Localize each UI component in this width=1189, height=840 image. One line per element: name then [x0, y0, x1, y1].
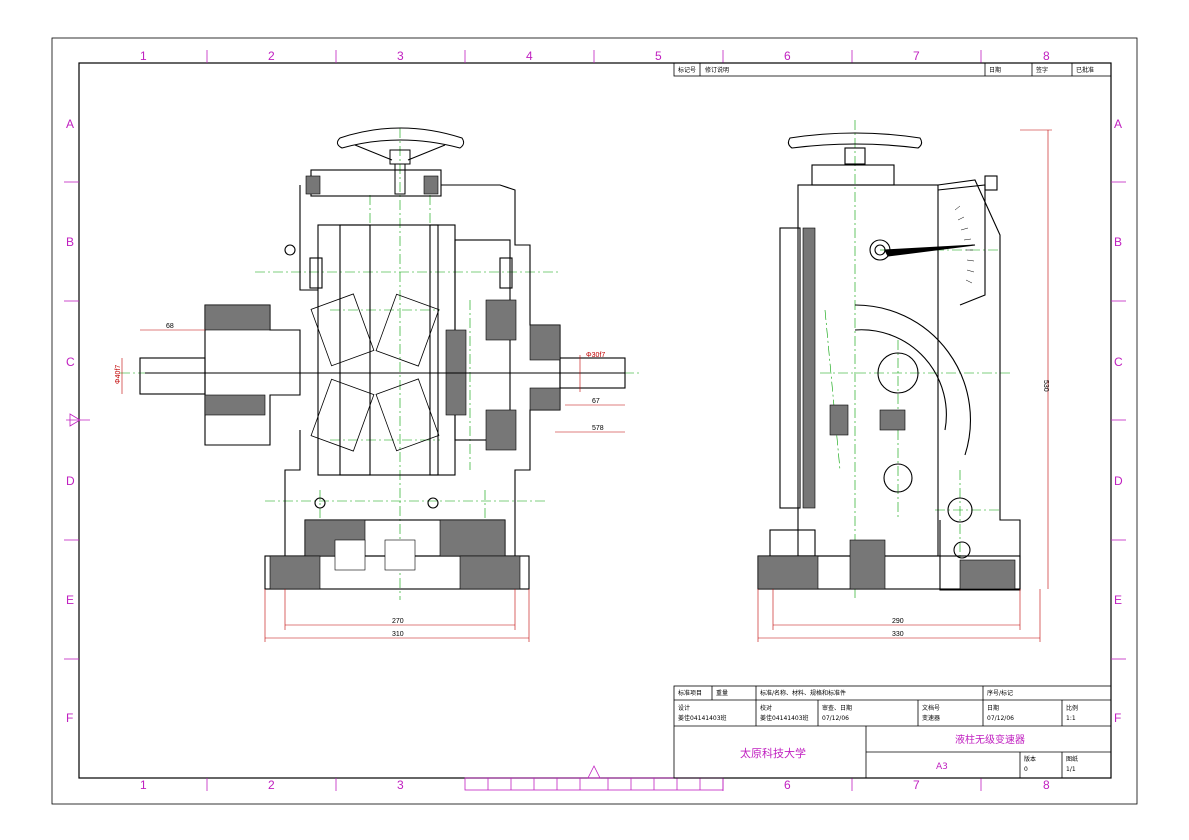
title-block-frame: [673, 685, 1112, 779]
zone-labels: 1 2 3 4 5 6 7 8 1 2 3 6 7 8 A B C D E F …: [66, 49, 1123, 792]
inner-border: [78, 62, 1112, 779]
zone-col-3-bottom: 3: [397, 778, 404, 792]
dim-310: 310: [392, 631, 404, 638]
tb-doc-label: 文档号: [922, 704, 940, 712]
zone-row-a-right: A: [1114, 117, 1122, 131]
zone-col-1: 1: [140, 49, 147, 63]
tb-review-label: 审查、日期: [822, 704, 852, 712]
dim-height: 530: [1042, 380, 1049, 392]
zone-row-c: C: [66, 355, 75, 369]
dimension-lines: [121, 129, 1052, 642]
tb-rev-label: 版本: [1024, 755, 1036, 763]
zone-row-b-right: B: [1114, 235, 1122, 249]
tb-check-value: 姜佳04141403班: [760, 714, 809, 722]
tb-item-mark: 序号/标记: [987, 689, 1013, 697]
zone-col-5: 5: [655, 49, 662, 63]
scale-bar: [66, 413, 724, 791]
dim-578: 578: [592, 425, 604, 432]
zone-row-f: F: [66, 711, 73, 725]
tb-design-value: 姜佳04141403班: [678, 714, 727, 722]
zone-col-8-bottom: 8: [1043, 778, 1050, 792]
zone-col-6: 6: [784, 49, 791, 63]
zone-row-d-right: D: [1114, 474, 1123, 488]
tb-sheet-value: 1/1: [1066, 766, 1076, 773]
tb-standard-item: 标准项目: [678, 689, 702, 697]
tb-scale-value: 1:1: [1066, 715, 1076, 722]
zone-col-3: 3: [397, 49, 404, 63]
tb-check-label: 校对: [760, 704, 772, 712]
tb-date-value: 07/12/06: [987, 715, 1014, 722]
zone-row-c-right: C: [1114, 355, 1123, 369]
dim-330: 330: [892, 631, 904, 638]
zone-col-7-bottom: 7: [913, 778, 920, 792]
zone-col-1-bottom: 1: [140, 778, 147, 792]
dim-67: 67: [592, 398, 600, 405]
outer-border: [51, 37, 1138, 805]
zone-row-b: B: [66, 235, 74, 249]
tb-sheet-size: A3: [936, 762, 948, 772]
zone-col-8: 8: [1043, 49, 1050, 63]
zone-row-e: E: [66, 593, 74, 607]
zone-row-d: D: [66, 474, 75, 488]
zone-col-4: 4: [526, 49, 533, 63]
zone-row-a: A: [66, 117, 74, 131]
zone-col-7: 7: [913, 49, 920, 63]
rev-col-sign: 签字: [1036, 66, 1048, 74]
side-view: [757, 120, 1021, 600]
dim-68: 68: [166, 323, 174, 330]
rev-col-desc: 修订说明: [705, 66, 729, 74]
dim-290: 290: [892, 618, 904, 625]
zone-row-e-right: E: [1114, 593, 1122, 607]
revision-table: [673, 62, 1112, 77]
tb-review-date: 07/12/06: [822, 715, 849, 722]
tb-rev-value: 0: [1024, 766, 1028, 773]
zone-row-f-right: F: [1114, 711, 1121, 725]
front-section-view: [120, 127, 640, 600]
tb-date-label: 日期: [987, 704, 999, 712]
tb-doc-value: 变速器: [922, 714, 940, 722]
dim-phi-input: Φ40f7: [115, 365, 122, 384]
tb-drawing-title: 液柱无级变速器: [955, 733, 1025, 746]
tb-weight: 重量: [716, 689, 728, 697]
zone-col-6-bottom: 6: [784, 778, 791, 792]
tb-school-name: 太原科技大学: [740, 746, 806, 760]
rev-col-date: 日期: [989, 66, 1001, 74]
tb-design-label: 设计: [678, 704, 690, 712]
zone-col-2: 2: [268, 49, 275, 63]
rev-col-mark: 标记号: [678, 66, 696, 74]
dim-270: 270: [392, 618, 404, 625]
tb-sheet-label: 图纸: [1066, 755, 1078, 763]
zone-ticks: [64, 50, 1126, 791]
rev-col-approved: 已批准: [1076, 66, 1094, 74]
zone-col-2-bottom: 2: [268, 778, 275, 792]
tb-scale-label: 比例: [1066, 704, 1078, 712]
dim-phi-output: Φ30f7: [586, 352, 605, 359]
tb-standard-name: 标准/名称、材料、规格和标准件: [760, 689, 846, 697]
